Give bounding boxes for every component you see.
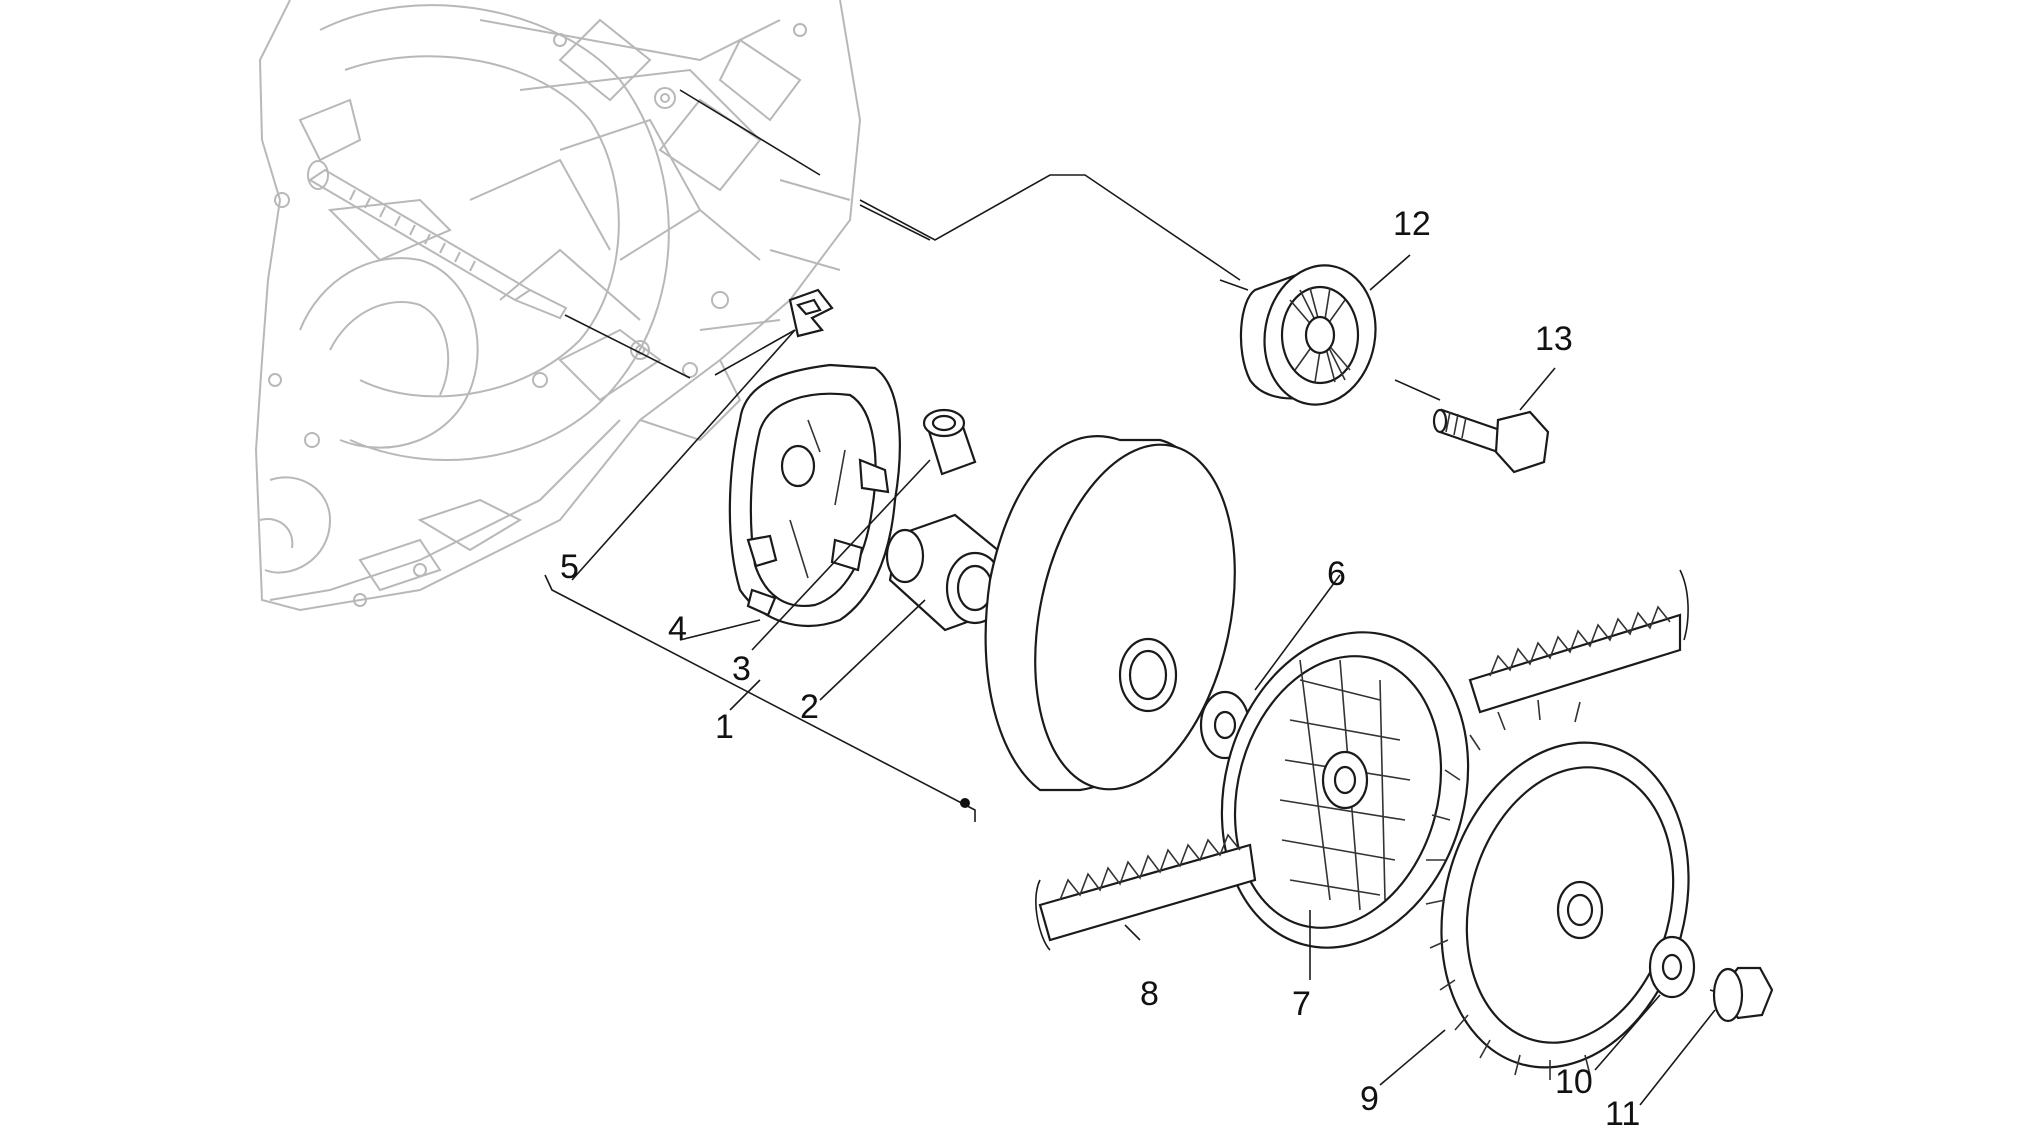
part-9-gear <box>1425 699 1690 1080</box>
callout-3: 3 <box>732 650 751 688</box>
assembly-brackets <box>544 174 1241 822</box>
callout-8: 8 <box>1140 975 1159 1013</box>
callout-6: 6 <box>1327 555 1346 593</box>
callout-4: 4 <box>668 610 687 648</box>
callout-leaders <box>571 254 1716 1106</box>
part-12-idler-roller <box>1239 264 1377 406</box>
callout-9: 9 <box>1360 1080 1379 1118</box>
callout-12: 12 <box>1393 205 1431 243</box>
callout-2: 2 <box>800 688 819 726</box>
callout-11: 11 <box>1605 1095 1640 1128</box>
callout-1: 1 <box>715 708 734 746</box>
callout-13: 13 <box>1535 320 1573 358</box>
part-8-drive-belt <box>1035 569 1689 951</box>
part-1-half-pulley <box>984 435 1236 792</box>
part-11-nut <box>1712 966 1774 1023</box>
callout-7: 7 <box>1292 985 1311 1023</box>
part-10-washer <box>1648 935 1696 999</box>
callout-5: 5 <box>560 548 579 586</box>
part-5-circlip <box>788 288 834 338</box>
part-7-fan-pulley <box>1220 631 1470 949</box>
callout-10: 10 <box>1555 1063 1593 1101</box>
part-4-ramp-plate <box>728 363 901 627</box>
part-13-bolt <box>1432 408 1550 474</box>
part-3-bush <box>922 408 977 476</box>
callout-labels: 1 2 3 4 5 6 7 8 9 10 11 12 13 <box>560 205 1640 1128</box>
